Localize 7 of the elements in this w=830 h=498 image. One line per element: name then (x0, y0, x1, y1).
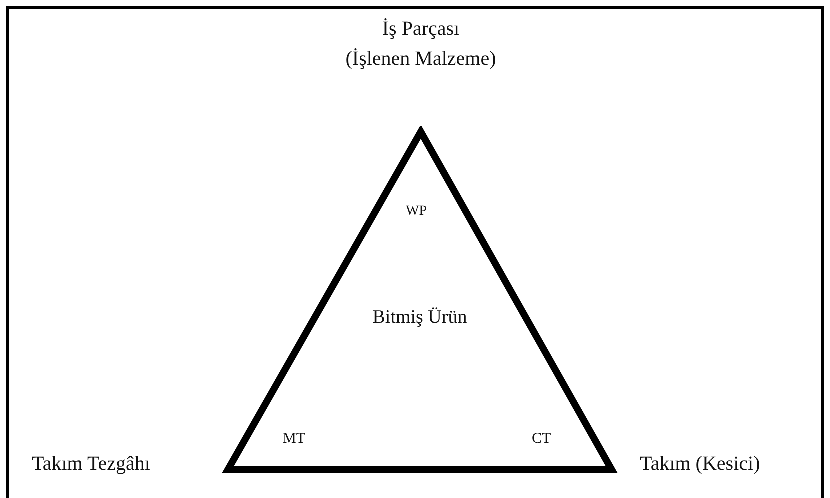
vertex-label: Takım Tezgâhı (32, 452, 150, 476)
abbreviation-label: WP (406, 204, 427, 221)
vertex-label: İş Parçası (İşlenen Malzeme) (344, 17, 498, 72)
abbreviation-label: MT (283, 430, 306, 448)
abbreviation-label: CT (532, 430, 552, 448)
vertex-label: Takım (Kesici) (640, 452, 760, 476)
product-label: Bitmiş Ürün (372, 306, 468, 330)
